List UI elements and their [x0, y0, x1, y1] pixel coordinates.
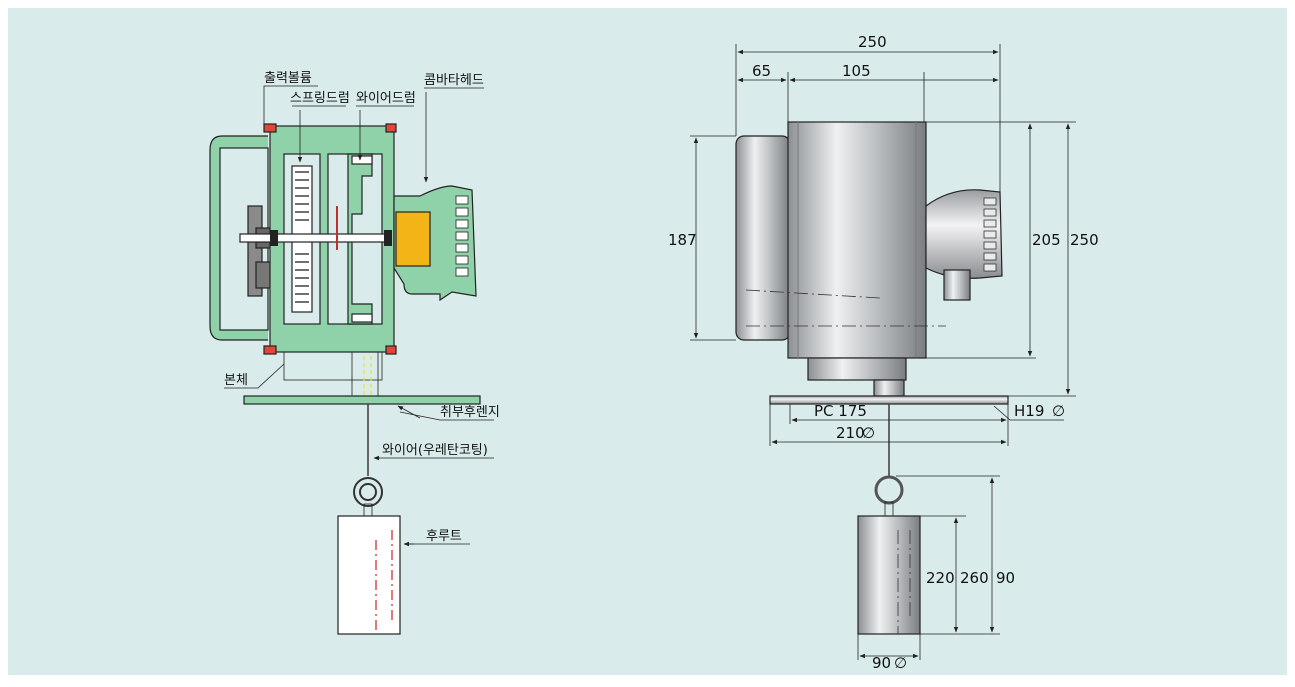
conduit-head-external [925, 189, 1003, 279]
dim-float-260: 260 [960, 569, 989, 587]
float-label: 후루트 [426, 529, 462, 544]
body-label: 본체 [224, 373, 248, 388]
seal-icon [263, 123, 277, 133]
float [337, 515, 401, 635]
wire-coil-bottom [351, 313, 373, 323]
conduit-fins [455, 195, 469, 277]
dim-left-offset: 65 [752, 62, 771, 80]
dim-drum-width: 105 [842, 62, 871, 80]
conduit-fins-external [983, 197, 997, 272]
bearing [270, 230, 278, 246]
dimension-lines [693, 49, 1071, 659]
wire-coil-top [351, 155, 373, 165]
dim-height-205: 205 [1032, 231, 1061, 249]
rear-cap [735, 135, 791, 341]
wire-label: 와이어(우레탄코팅) [382, 443, 488, 458]
dim-float-dia: 90 [872, 654, 891, 672]
conduit-head-label: 콤바타헤드 [424, 73, 484, 88]
diameter-symbol: ∅ [862, 424, 875, 442]
neck [807, 357, 907, 381]
float-external [857, 515, 921, 635]
dim-pc: PC 175 [814, 402, 867, 420]
dim-overall-width: 250 [858, 33, 887, 51]
cross-section-view: 출력볼륨 스프링드럼 와이어드럼 콤바타헤드 본체 취부후렌지 와이어(우레탄코… [209, 71, 500, 635]
spring-coil-lines [295, 171, 309, 303]
body-neck [283, 351, 383, 381]
background [8, 8, 1287, 675]
dim-hole: H19 [1014, 402, 1044, 420]
wire-drum [347, 153, 373, 325]
dim-height-250: 250 [1070, 231, 1099, 249]
mounting-flange [243, 395, 481, 405]
eye-bolt-external [874, 475, 904, 505]
wire-outlet-external [873, 379, 905, 397]
diameter-symbol: ∅ [894, 654, 907, 672]
eye-bolt [353, 477, 383, 507]
center-lines [745, 289, 946, 634]
diameter-symbol: ∅ [1052, 402, 1065, 420]
external-view: 250 65 105 187 205 250 PC 175 H19 ∅ 210 … [668, 33, 1099, 672]
spring-drum-label: 스프링드럼 [290, 91, 350, 106]
drive-shaft [239, 233, 391, 243]
drum-housing [787, 121, 927, 359]
dim-float-90: 90 [996, 569, 1015, 587]
wire-drum-label: 와이어드럼 [356, 91, 416, 106]
mounting-flange-external [769, 395, 1009, 405]
mounting-flange-label: 취부후렌지 [440, 405, 500, 420]
seal-icon [385, 345, 397, 355]
seal-icon [385, 123, 397, 133]
dim-float-220: 220 [926, 569, 955, 587]
output-volume-label: 출력볼륨 [264, 71, 312, 86]
dim-flange-dia: 210 [836, 424, 865, 442]
bearing [384, 230, 392, 246]
leader-lines [224, 85, 494, 547]
terminal-block [395, 211, 431, 267]
dim-height-187: 187 [668, 231, 697, 249]
conduit-outlet [943, 269, 971, 301]
seal-icon [263, 345, 277, 355]
